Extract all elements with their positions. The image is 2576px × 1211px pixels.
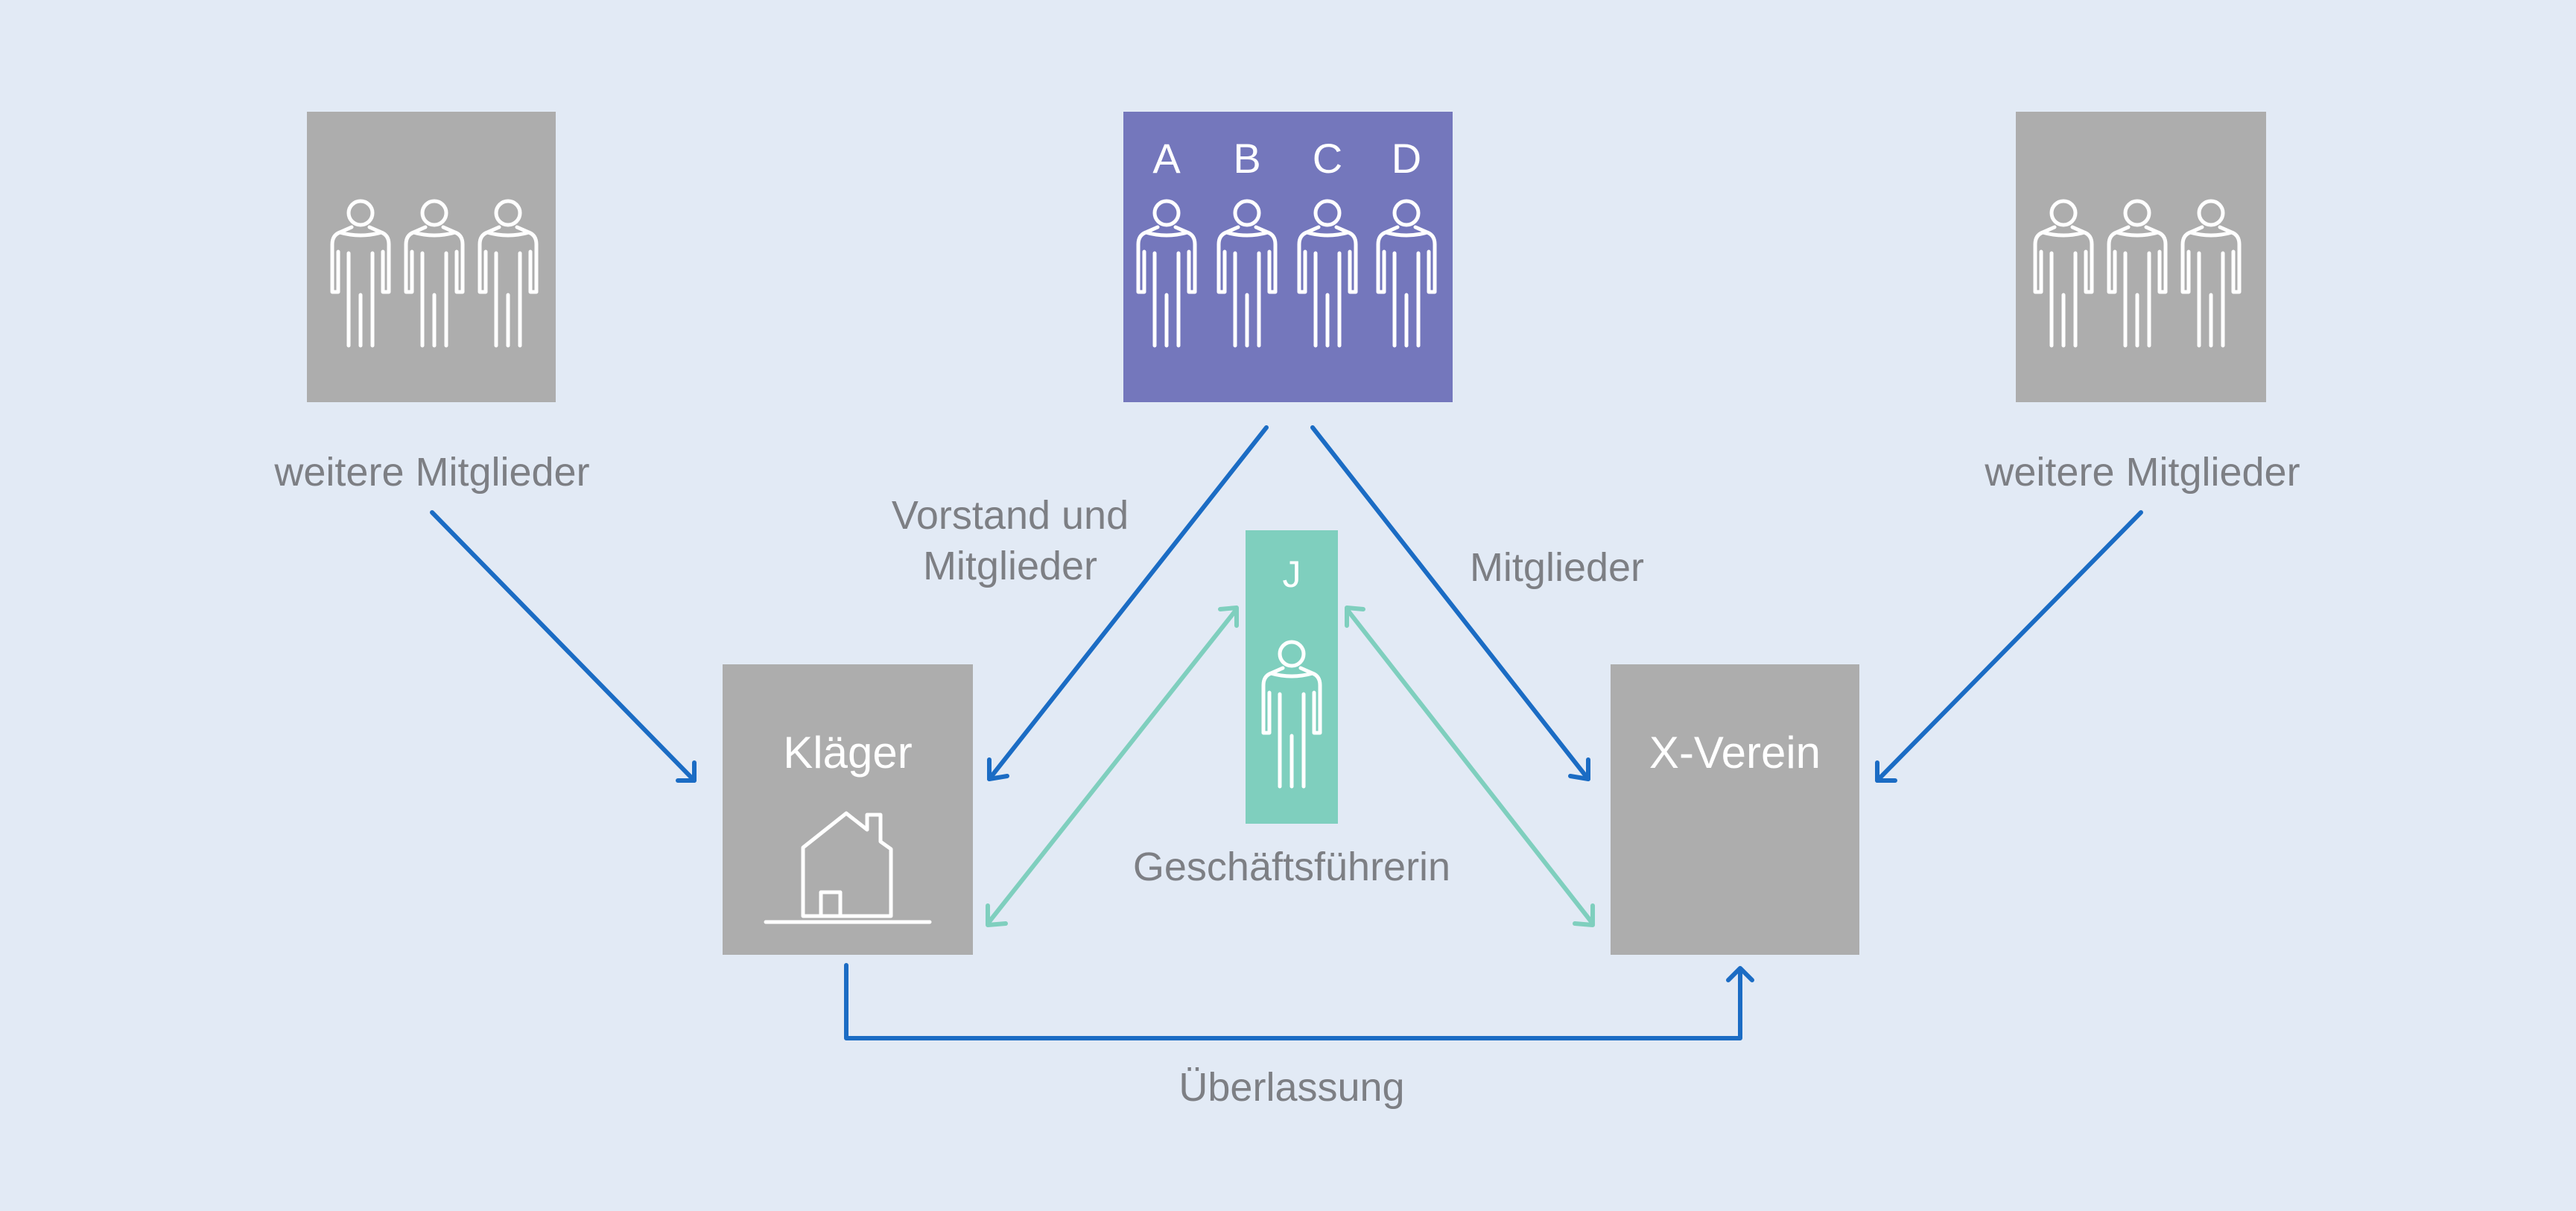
manager-label: Geschäftsführerin bbox=[1132, 845, 1451, 889]
arrow-right-members-to-association bbox=[1875, 510, 2143, 783]
board-letter-c: C bbox=[1312, 135, 1343, 182]
arrow-left-members-to-plaintiff bbox=[430, 510, 697, 783]
edge-label-board-to-plaintiff: Vorstand und Mitglieder bbox=[891, 493, 1129, 588]
edge-label-plaintiff-to-association: Überlassung bbox=[1178, 1065, 1405, 1110]
arrow-manager-association bbox=[1345, 606, 1595, 927]
board-letter-a: A bbox=[1152, 135, 1181, 182]
plaintiff-box bbox=[723, 664, 973, 955]
plaintiff-title: Kläger bbox=[783, 728, 913, 778]
board-letter-d: D bbox=[1391, 135, 1422, 182]
board-letter-b: B bbox=[1233, 135, 1261, 182]
edge-label-board-to-association: Mitglieder bbox=[1469, 545, 1645, 590]
manager-letter: J bbox=[1282, 553, 1301, 595]
arrow-board-to-plaintiff bbox=[987, 425, 1269, 781]
right-members-label: weitere Mitglieder bbox=[1985, 450, 2300, 495]
arrow-manager-plaintiff bbox=[986, 606, 1239, 927]
association-box bbox=[1611, 664, 1859, 955]
association-title: X-Verein bbox=[1649, 728, 1821, 778]
arrow-plaintiff-to-association bbox=[844, 963, 1754, 1040]
arrow-board-to-association bbox=[1310, 425, 1590, 781]
house-icon bbox=[764, 811, 932, 924]
left-members-label: weitere Mitglieder bbox=[274, 450, 590, 495]
